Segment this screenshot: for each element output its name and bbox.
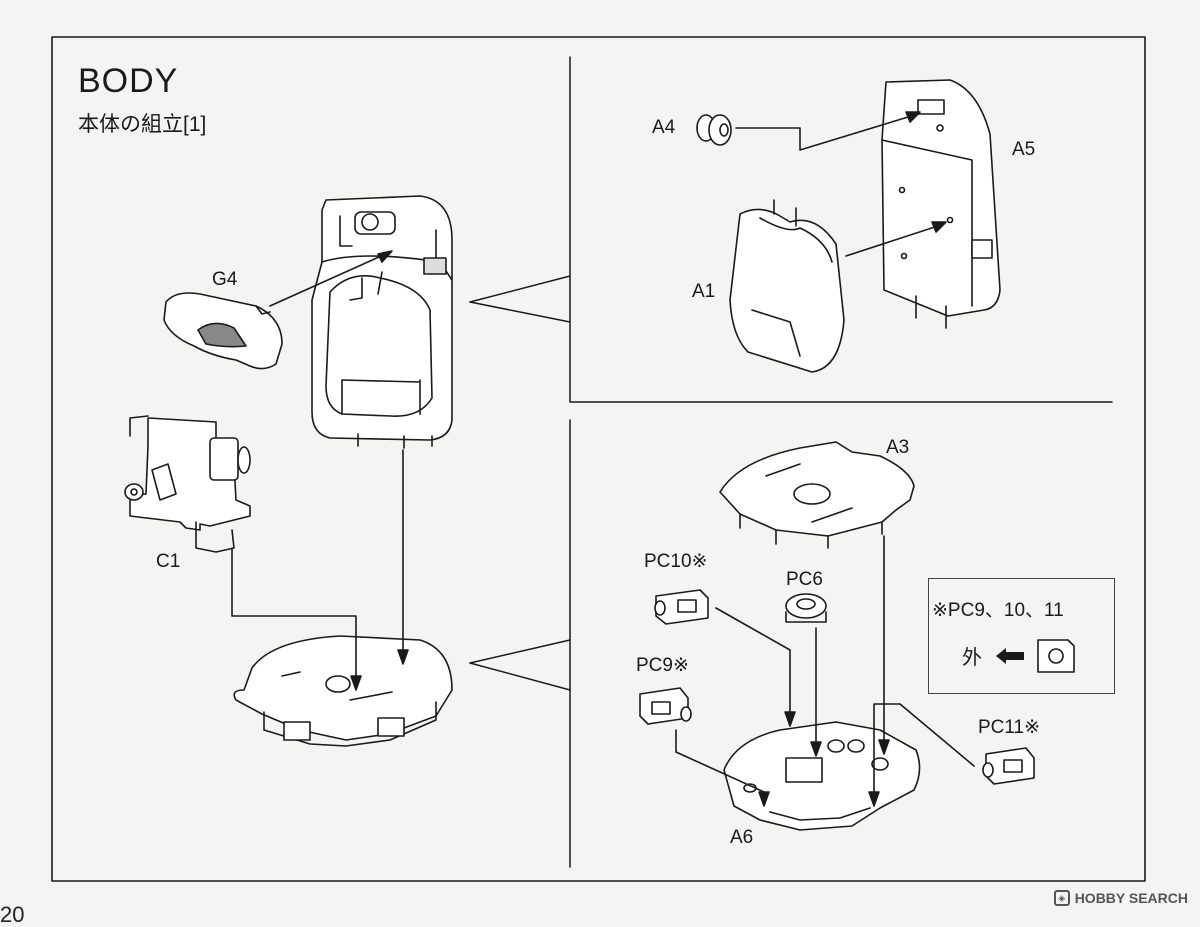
note-box <box>928 578 1115 694</box>
label-a6: A6 <box>730 827 754 848</box>
label-a5: A5 <box>1012 139 1036 160</box>
hobby-search-logo-icon: ◈ <box>1053 890 1070 906</box>
label-pc9: PC9※ <box>636 655 689 676</box>
page-title: BODY <box>78 62 179 100</box>
part-c1 <box>124 415 251 553</box>
part-a1 <box>729 199 845 373</box>
part-a4 <box>696 114 732 146</box>
part-a3 <box>719 441 915 549</box>
part-pc10 <box>654 589 709 625</box>
part-g4 <box>163 292 283 370</box>
page-subtitle: 本体の組立[1] <box>78 113 207 136</box>
label-g4: G4 <box>212 269 238 290</box>
label-a1: A1 <box>692 281 716 302</box>
part-pc11 <box>982 747 1035 785</box>
note-outer-label: 外 <box>962 647 982 669</box>
label-pc10: PC10※ <box>644 551 708 572</box>
page-number: 20 <box>0 902 25 927</box>
note-icons <box>996 639 1075 673</box>
page-frame <box>51 36 1146 882</box>
label-pc6: PC6 <box>786 569 823 590</box>
watermark-text: HOBBY SEARCH <box>1074 890 1188 906</box>
part-a5 <box>881 79 1001 329</box>
callout-lines <box>469 56 1113 868</box>
assembly-arrows-top-right <box>735 111 947 257</box>
part-pc9 <box>639 687 692 725</box>
assembly-arrows-left <box>231 250 409 691</box>
note-text: ※PC9、10、11 <box>932 600 1064 621</box>
watermark: ◈ HOBBY SEARCH <box>1053 890 1188 906</box>
label-a4: A4 <box>652 117 676 138</box>
label-c1: C1 <box>156 551 181 572</box>
body-shell-part <box>311 195 453 449</box>
assembly-arrows-bottom-right <box>675 535 975 807</box>
label-a3: A3 <box>886 437 910 458</box>
part-a6 <box>723 721 921 831</box>
label-pc11: PC11※ <box>978 717 1041 738</box>
waist-base-part <box>233 635 453 747</box>
part-pc6 <box>785 593 827 623</box>
